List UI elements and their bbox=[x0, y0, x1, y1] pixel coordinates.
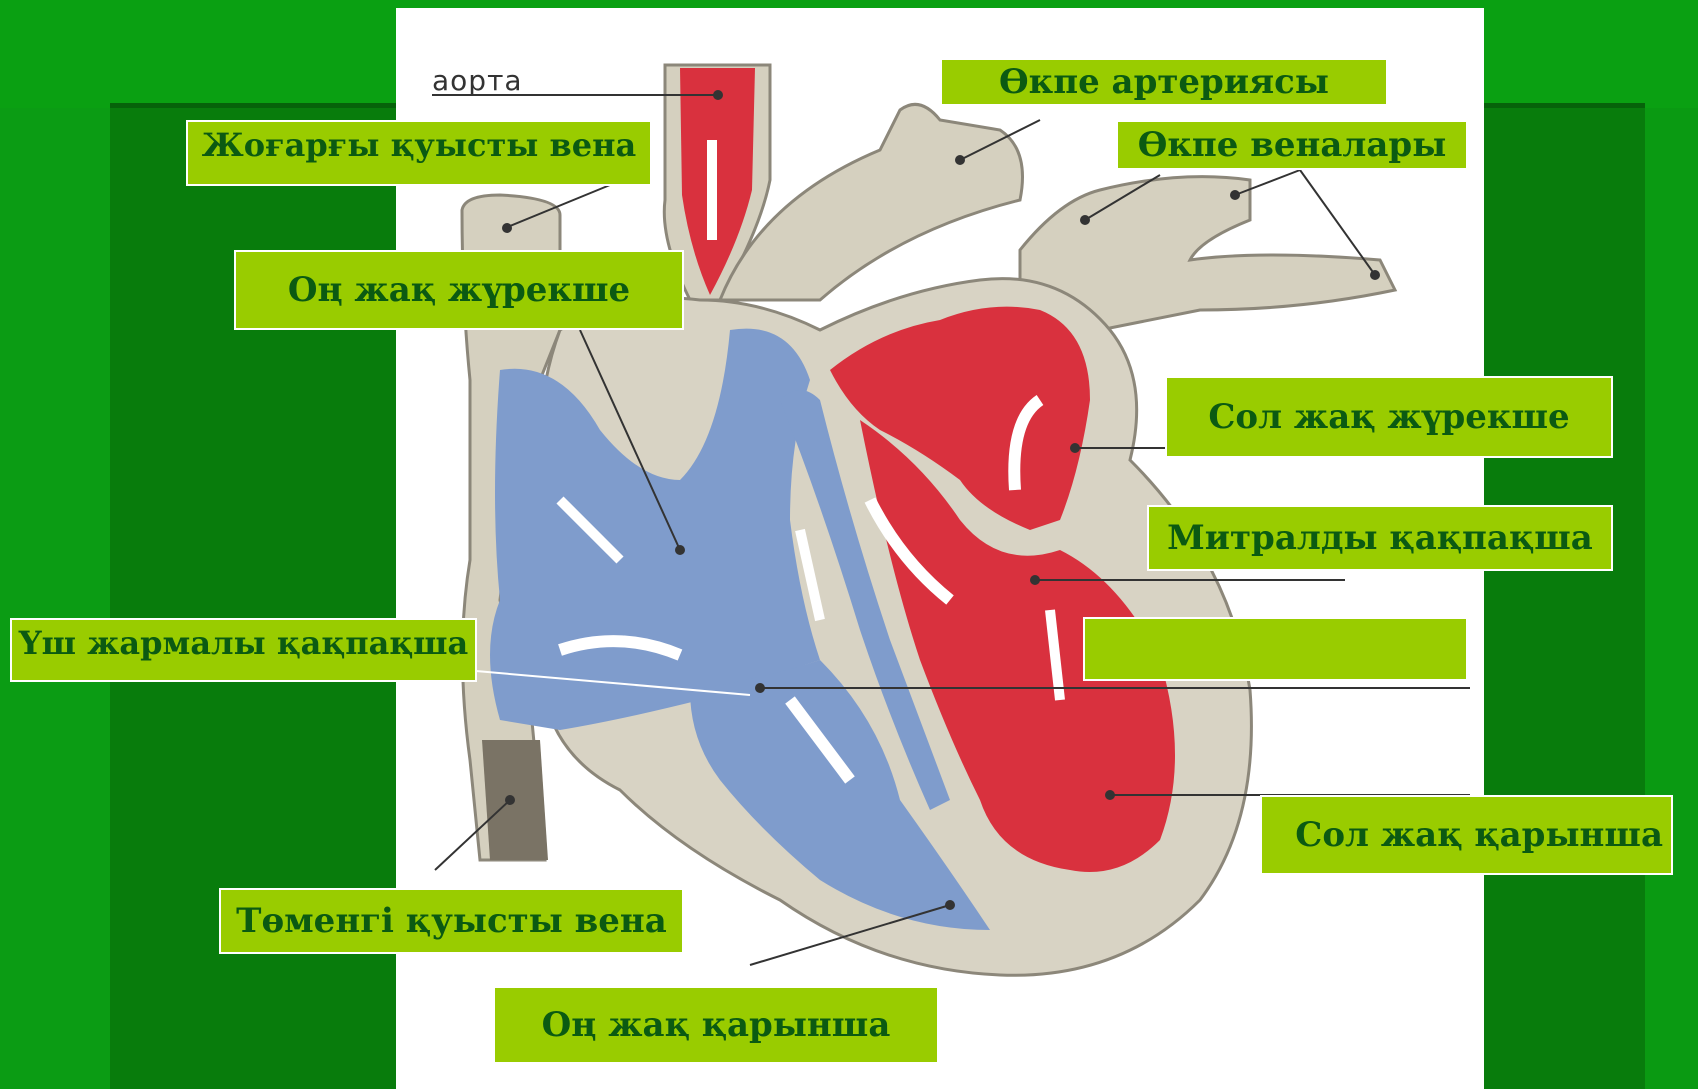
label-left-ventricle: Сол жақ қарынша bbox=[1260, 795, 1673, 875]
label-empty bbox=[1083, 617, 1468, 681]
label-superior-vena-cava: Жоғарғы қуысты вена bbox=[186, 120, 652, 186]
label-pulmonary-artery: Өкпе артериясы bbox=[940, 58, 1388, 106]
label-right-ventricle: Оң жақ қарынша bbox=[493, 986, 939, 1064]
label-pulmonary-veins: Өкпе веналары bbox=[1116, 120, 1468, 170]
label-tricuspid-valve: Үш жармалы қақпақша bbox=[10, 618, 477, 682]
label-right-atrium: Оң жақ жүрекше bbox=[234, 250, 684, 330]
label-inferior-vena-cava: Төменгі қуысты вена bbox=[219, 888, 684, 954]
label-mitral-valve: Митралды қақпақша bbox=[1147, 505, 1613, 571]
label-left-atrium: Сол жақ жүрекше bbox=[1165, 376, 1613, 458]
aorta-label: аорта bbox=[432, 64, 523, 97]
